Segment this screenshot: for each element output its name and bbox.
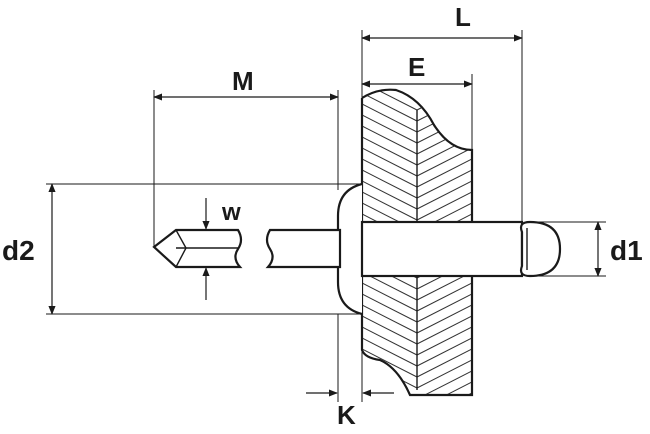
label-w: w	[221, 199, 241, 226]
hatch-line	[416, 348, 472, 378]
label-E: E	[408, 52, 425, 82]
hatch-line	[362, 315, 418, 345]
hatch-line	[362, 293, 418, 323]
hatch-line	[362, 359, 418, 389]
hatch-line	[362, 348, 418, 378]
hatch-line	[362, 304, 418, 334]
hatch-line	[416, 89, 472, 111]
hatch-line	[362, 114, 418, 144]
hatch-line	[362, 392, 418, 395]
hatch-line	[416, 381, 472, 395]
hatch-line	[416, 147, 472, 177]
hatch-line	[416, 202, 472, 223]
rivet-sleeve	[360, 220, 524, 278]
hatch-line	[416, 315, 472, 345]
hatch-line	[362, 136, 418, 166]
label-d1: d1	[610, 235, 643, 266]
hatch-line	[416, 103, 472, 133]
hatch-line	[416, 180, 472, 210]
hatch-line	[362, 147, 418, 177]
mandrel-tip	[152, 228, 243, 269]
hatch-line	[362, 276, 418, 290]
hatch-line	[416, 213, 472, 223]
hatch-line	[362, 202, 418, 223]
hatch-line	[362, 92, 418, 122]
hatch-line	[362, 169, 418, 199]
hatch-line	[416, 392, 472, 395]
hatch-line	[416, 276, 472, 290]
hatch-line	[416, 293, 472, 323]
hatch-line	[362, 282, 418, 312]
hatch-line	[416, 92, 472, 122]
hatch-line	[362, 191, 418, 221]
hatch-line	[362, 180, 418, 210]
hatch-line	[362, 158, 418, 188]
rivet-head	[336, 182, 363, 316]
hatch-line	[416, 359, 472, 389]
dimension-lines	[48, 34, 602, 397]
hatch-line	[416, 304, 472, 334]
hatch-line	[416, 158, 472, 188]
hatch-line	[362, 337, 418, 367]
hatch-line	[416, 136, 472, 166]
workpiece-top-section	[360, 88, 474, 223]
hatch-line	[362, 125, 418, 155]
rivet	[336, 182, 562, 316]
hatch-line	[362, 381, 418, 395]
hatch-line	[416, 169, 472, 199]
hatch-line	[362, 326, 418, 356]
label-L: L	[455, 2, 471, 32]
mandrel-head	[519, 220, 562, 278]
hatch-line	[416, 191, 472, 221]
hatch-line	[362, 213, 418, 223]
extension-lines	[46, 30, 606, 402]
label-K: K	[337, 400, 356, 430]
label-M: M	[232, 66, 254, 96]
hatch-line	[416, 326, 472, 356]
label-d2: d2	[2, 235, 35, 266]
hatch-line	[362, 103, 418, 133]
mandrel-shaft	[265, 228, 342, 269]
hatch-line	[416, 282, 472, 312]
hatch-line	[362, 89, 418, 111]
hatch-line	[416, 337, 472, 367]
